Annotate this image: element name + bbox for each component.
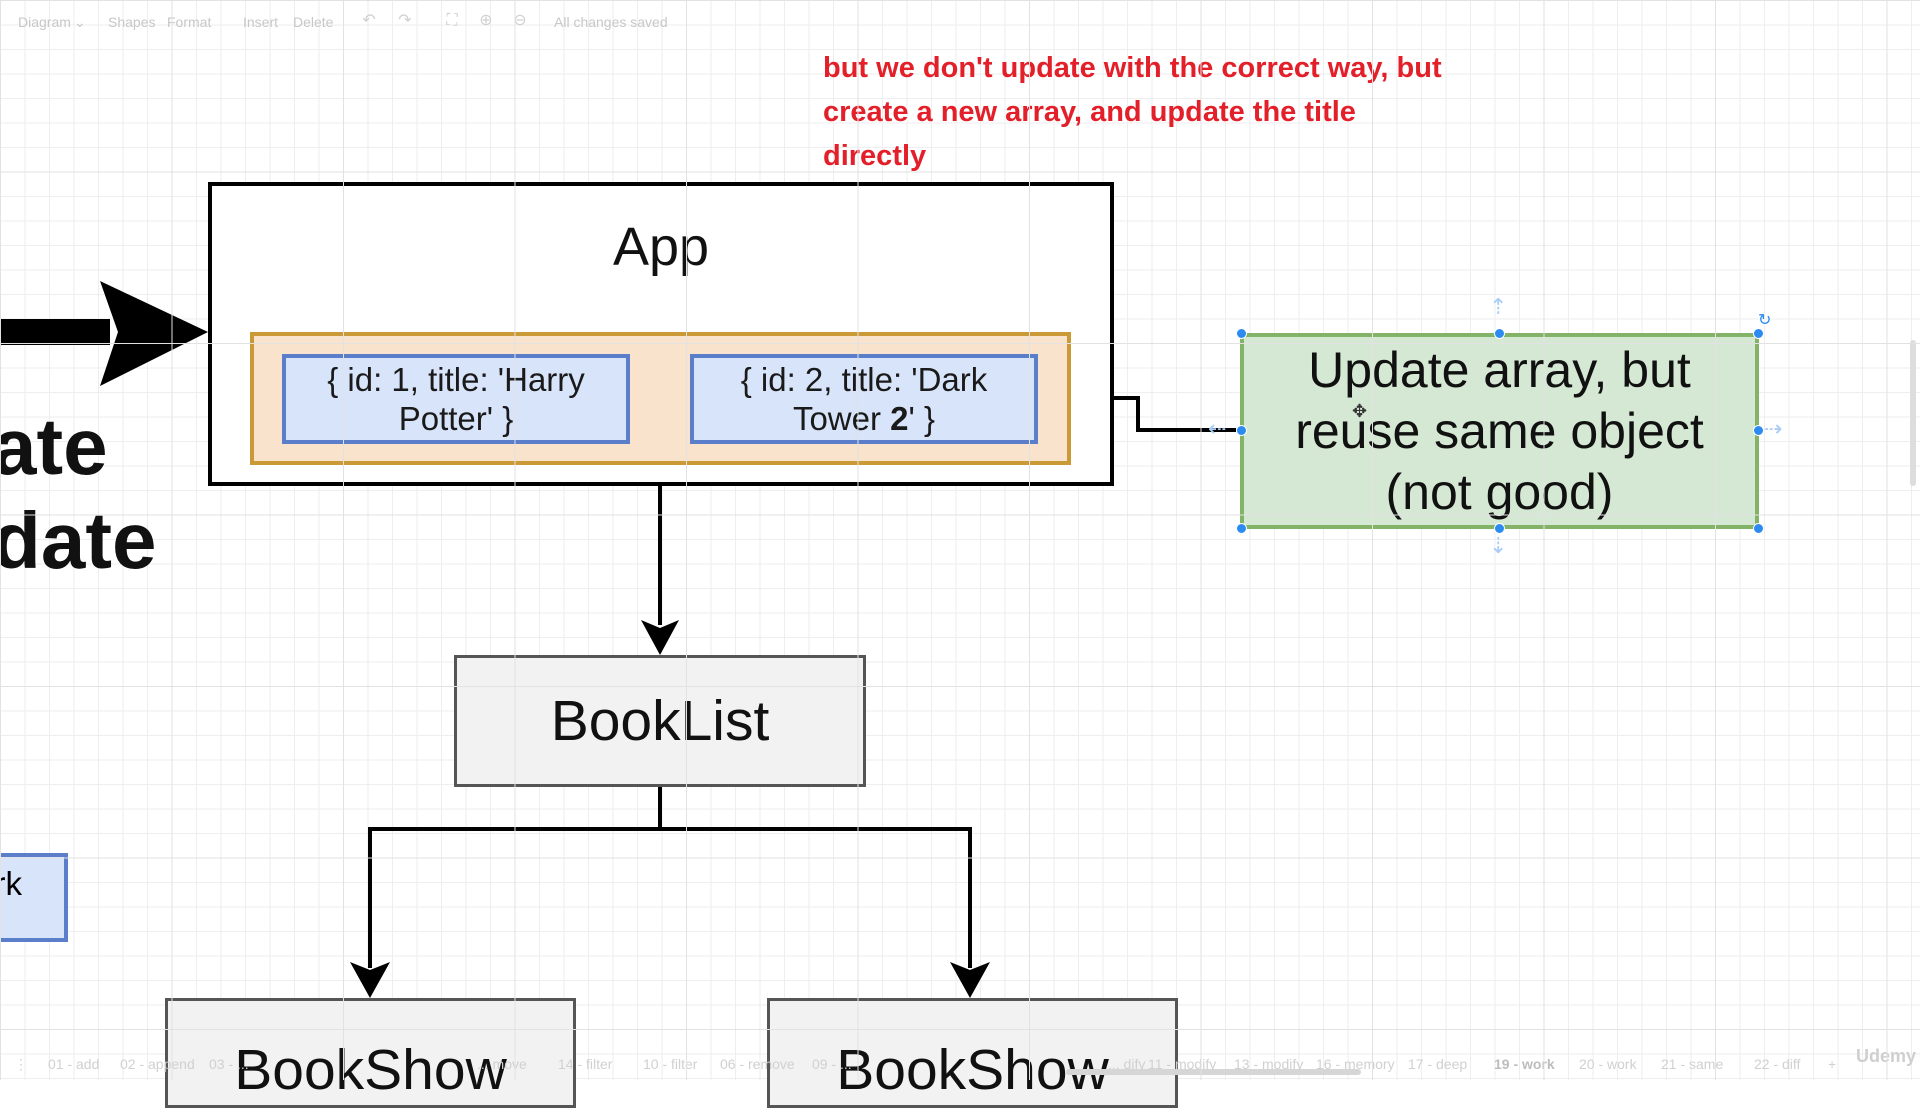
- page-tab[interactable]: 13 - modify: [1234, 1056, 1304, 1072]
- zoom-out-icon[interactable]: ⊖: [513, 12, 527, 29]
- offscreen-heading: ate date: [0, 402, 157, 585]
- page-tab[interactable]: 16 - memory: [1316, 1056, 1395, 1072]
- page-tab[interactable]: ... move: [477, 1056, 527, 1072]
- resize-handle[interactable]: [1494, 523, 1505, 534]
- resize-handle[interactable]: [1236, 425, 1247, 436]
- annotation-line: directly: [823, 140, 927, 172]
- tabs-menu-icon[interactable]: ⋮: [14, 1056, 28, 1072]
- page-tab[interactable]: 09 - ...: [812, 1056, 852, 1072]
- move-cursor-icon: ✥: [1352, 401, 1368, 421]
- rotate-icon[interactable]: ↻: [1758, 312, 1772, 329]
- app-to-booklist-arrowhead: [641, 620, 679, 655]
- connect-right-icon[interactable]: ⇢: [1764, 416, 1783, 441]
- page-tab-active[interactable]: 19 - work: [1494, 1056, 1555, 1072]
- page-tab[interactable]: 20 - work: [1579, 1056, 1637, 1072]
- page-tab[interactable]: 11 - modify: [1148, 1056, 1217, 1072]
- connect-up-icon[interactable]: ⇡: [1489, 294, 1508, 319]
- resize-handle[interactable]: [1494, 328, 1505, 339]
- page-tabs: ⋮ 01 - add 02 - append 03 - ... ... move…: [0, 1050, 1920, 1074]
- fullscreen-icon[interactable]: ⛶: [446, 12, 458, 29]
- page-tab[interactable]: 14 - filter: [558, 1056, 613, 1072]
- app-title: App: [612, 217, 710, 277]
- big-arrow: [0, 281, 208, 386]
- save-status: All changes saved: [554, 14, 668, 30]
- resize-handle[interactable]: [1753, 425, 1764, 436]
- bookshow-2-arrowhead: [950, 962, 990, 998]
- page-tab[interactable]: 10 - filter: [643, 1056, 698, 1072]
- page-tab[interactable]: 03 - ...: [209, 1056, 249, 1072]
- undo-icon[interactable]: ↶: [362, 12, 376, 29]
- horizontal-scrollbar[interactable]: [1066, 1069, 1361, 1075]
- add-page-icon[interactable]: +: [1828, 1056, 1837, 1072]
- resize-handle[interactable]: [1753, 523, 1764, 534]
- annotation-note: but we don't update with the correct way…: [823, 46, 1583, 178]
- booklist-component-box[interactable]: BookList: [454, 655, 866, 787]
- redo-icon[interactable]: ↷: [398, 12, 412, 29]
- offscreen-object-box[interactable]: rk: [0, 853, 68, 942]
- resize-handle[interactable]: [1236, 328, 1247, 339]
- toolbar: Diagram ⌄ Shapes Format Insert Delete ↶ …: [0, 0, 1920, 44]
- page-tab[interactable]: 21 - same: [1661, 1056, 1724, 1072]
- resize-handle[interactable]: [1236, 523, 1247, 534]
- page-tab[interactable]: 01 - add: [48, 1056, 100, 1072]
- page-tab[interactable]: ... dify: [1108, 1056, 1146, 1072]
- book-object-1[interactable]: { id: 1, title: 'Harry Potter' }: [282, 354, 630, 444]
- book-object-2[interactable]: { id: 2, title: 'Dark Tower 2' }: [690, 354, 1038, 444]
- vertical-scrollbar[interactable]: [1910, 340, 1916, 486]
- zoom-in-icon[interactable]: ⊕: [479, 12, 493, 29]
- page-tab[interactable]: 22 - diff: [1754, 1056, 1801, 1072]
- page-tab[interactable]: 02 - append: [120, 1056, 195, 1072]
- connect-down-icon[interactable]: ⇣: [1489, 533, 1508, 558]
- booklist-to-bookshow-lines: [368, 787, 662, 968]
- annotation-line: create a new array, and update the title: [823, 96, 1356, 128]
- page-tab[interactable]: 17 - deep: [1408, 1056, 1468, 1072]
- udemy-watermark: Udemy: [1856, 1046, 1917, 1066]
- insert-button[interactable]: Insert: [243, 14, 279, 30]
- chevron-down-icon: ⌄: [74, 14, 86, 30]
- bookshow-1-arrowhead: [350, 962, 390, 998]
- diagram-menu[interactable]: Diagram: [18, 14, 71, 30]
- connect-left-icon[interactable]: ⇠: [1208, 416, 1227, 441]
- format-button[interactable]: Format: [167, 14, 212, 30]
- page-tab[interactable]: 06 - remove: [720, 1056, 795, 1072]
- annotation-line: but we don't update with the correct way…: [823, 52, 1442, 84]
- resize-handle[interactable]: [1753, 328, 1764, 339]
- update-array-note[interactable]: Update array, but reuse same object (not…: [1240, 333, 1759, 529]
- delete-button[interactable]: Delete: [293, 14, 334, 30]
- shapes-button[interactable]: Shapes: [108, 14, 156, 30]
